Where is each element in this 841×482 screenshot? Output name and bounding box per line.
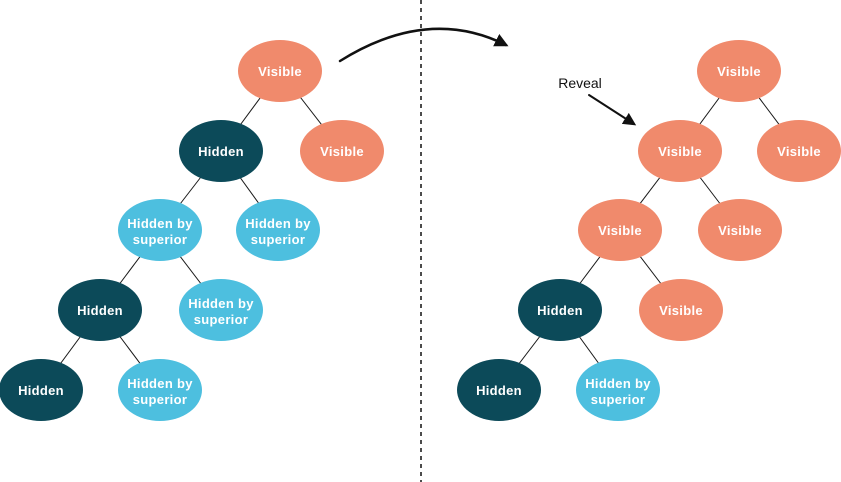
tree-node-hidden: Hidden bbox=[457, 359, 541, 421]
node-ellipse bbox=[697, 40, 781, 102]
node-label: Visible bbox=[598, 223, 642, 238]
tree-node-visible: Visible bbox=[698, 199, 782, 261]
tree-node-hidden: Hidden bbox=[518, 279, 602, 341]
node-ellipse bbox=[118, 359, 202, 421]
node-ellipse bbox=[0, 359, 83, 421]
node-ellipse bbox=[236, 199, 320, 261]
node-label: Hidden bbox=[476, 383, 522, 398]
node-label: Visible bbox=[777, 144, 821, 159]
tree-node-visible: Visible bbox=[638, 120, 722, 182]
node-ellipse bbox=[179, 120, 263, 182]
node-label: Visible bbox=[320, 144, 364, 159]
reveal-arrow bbox=[588, 94, 637, 126]
node-label: Visible bbox=[659, 303, 703, 318]
node-ellipse bbox=[300, 120, 384, 182]
tree-node-hidden: Hidden bbox=[58, 279, 142, 341]
tree-node-visible: Visible bbox=[639, 279, 723, 341]
node-ellipse bbox=[639, 279, 723, 341]
node-ellipse bbox=[518, 279, 602, 341]
node-ellipse bbox=[457, 359, 541, 421]
tree-node-visible: Visible bbox=[697, 40, 781, 102]
node-label: Hidden bbox=[77, 303, 123, 318]
node-ellipse bbox=[179, 279, 263, 341]
tree-node-visible: Visible bbox=[300, 120, 384, 182]
tree-node-visible: Visible bbox=[238, 40, 322, 102]
node-ellipse bbox=[638, 120, 722, 182]
node-ellipse bbox=[238, 40, 322, 102]
reveal-label: Reveal bbox=[558, 75, 602, 91]
node-ellipse bbox=[757, 120, 841, 182]
node-label: Hidden bbox=[18, 383, 64, 398]
tree-node-visible: Visible bbox=[757, 120, 841, 182]
tree-node-visible: Visible bbox=[578, 199, 662, 261]
node-label: Visible bbox=[717, 64, 761, 79]
node-ellipse bbox=[698, 199, 782, 261]
node-label: Visible bbox=[258, 64, 302, 79]
node-ellipse bbox=[118, 199, 202, 261]
node-ellipse bbox=[58, 279, 142, 341]
annotations: Reveal bbox=[338, 0, 637, 482]
tree-node-hidden: Hidden bbox=[179, 120, 263, 182]
transform-arrow bbox=[338, 27, 509, 63]
node-label: Visible bbox=[718, 223, 762, 238]
tree-node-hidden: Hidden bbox=[0, 359, 83, 421]
node-label: Visible bbox=[658, 144, 702, 159]
node-label: Hidden bbox=[198, 144, 244, 159]
node-label: Hidden bbox=[537, 303, 583, 318]
node-ellipse bbox=[578, 199, 662, 261]
node-ellipse bbox=[576, 359, 660, 421]
